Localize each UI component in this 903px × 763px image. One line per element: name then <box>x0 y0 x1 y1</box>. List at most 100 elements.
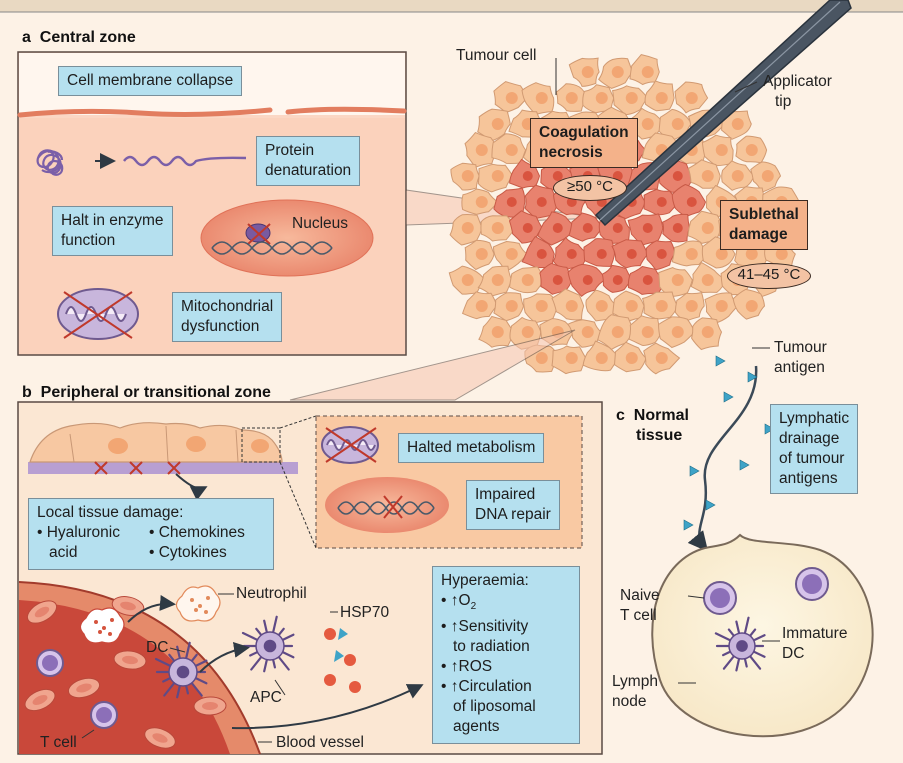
tumour-antigen-icon <box>715 355 726 367</box>
up-arrow-icon: ↑ <box>450 658 459 676</box>
hyperaemia-bullet-3: • <box>441 658 447 676</box>
neutrophil-label: Neutrophil <box>236 585 307 602</box>
tumour-cell <box>645 240 676 271</box>
tumour-cell <box>735 135 768 164</box>
panel-c-title-line-2: tissue <box>636 427 683 444</box>
immature-dc-line-1: Immature <box>782 625 848 642</box>
tumour-antigen-icon <box>739 459 750 471</box>
lymphatic-drainage-line-2: drainage <box>779 430 840 447</box>
applicator-tip-label: Applicator tip <box>763 72 832 112</box>
cell-membrane-collapse-box: Cell membrane collapse <box>58 66 243 96</box>
hyperaemia-item-circulation: • ↑Circulation <box>441 677 571 697</box>
tumour-cell <box>568 212 604 242</box>
local-damage-title: Local tissue damage: <box>37 504 184 521</box>
tumour-antigen-icon <box>689 465 700 477</box>
tumour-antigen-icon <box>747 371 758 383</box>
local-damage-item-cytokines: • Cytokines <box>149 544 227 561</box>
tumour-cell <box>641 291 679 320</box>
lymph-node-line-1: Lymph <box>612 673 658 690</box>
red-blood-cell <box>67 677 101 699</box>
tumour-antigen-line-1: Tumour <box>774 339 827 356</box>
red-blood-cells <box>24 596 227 749</box>
panel-a-heading: a Central zone <box>22 29 136 47</box>
tumour-cell <box>568 57 600 87</box>
coagulation-necrosis-line-2: necrosis <box>539 144 603 161</box>
tumour-cell <box>552 236 589 271</box>
hyperaemia-radiation-text: to radiation <box>453 638 530 656</box>
apc-label: APC <box>250 689 282 706</box>
tumour-antigen-icon <box>723 391 734 403</box>
up-arrow-icon: ↑ <box>450 592 459 609</box>
tumour-cell <box>611 239 649 269</box>
hyperaemia-bullet-2: • <box>441 618 447 636</box>
tumour-cell <box>750 161 782 194</box>
tumour-cell <box>598 57 634 89</box>
hyperaemia-ros-text: ROS <box>458 658 493 676</box>
tumour-cell <box>658 108 692 142</box>
tumour-cell <box>687 159 721 189</box>
up-arrow-icon: ↑ <box>450 618 459 636</box>
tumour-cell <box>491 133 527 164</box>
tumour-cell <box>551 288 585 321</box>
mito-dysfunction-line-1: Mitochondrial <box>181 298 274 315</box>
local-damage-item-chemokines: • Chemokines <box>149 524 245 541</box>
lymphatic-drainage-line-3: of tumour <box>779 450 845 467</box>
lymph-node-label: Lymph node <box>612 672 658 712</box>
up-arrow-icon: ↑ <box>450 678 459 696</box>
blood-vessel-label: Blood vessel <box>276 734 364 751</box>
protein-denaturation-box: Protein denaturation <box>256 136 361 186</box>
tumour-cell <box>671 183 707 218</box>
tumour-cell <box>585 289 618 322</box>
hyperaemia-sensitivity-text: Sensitivity <box>458 618 529 636</box>
halted-metabolism-box: Halted metabolism <box>398 433 545 463</box>
tumour-cell <box>721 110 752 140</box>
tumour-antigen-label: Tumour antigen <box>774 338 827 378</box>
tumour-cell <box>477 265 513 297</box>
t-cell-leader <box>81 729 95 739</box>
tumour-cell <box>612 85 649 116</box>
tumour-cell <box>524 184 559 220</box>
tumour-cell <box>582 84 615 114</box>
tumour-antigen-icon <box>705 499 716 511</box>
dc-label: DC <box>146 639 169 656</box>
protein-denaturation-line-2: denaturation <box>265 162 352 179</box>
neutrophil-icon <box>79 585 234 644</box>
tumour-cell <box>551 345 587 375</box>
tumour-cell <box>721 160 755 191</box>
hyperaemia-o2-sub: 2 <box>470 601 477 613</box>
halt-enzyme-line-2: function <box>61 232 116 249</box>
protein-denaturation-line-1: Protein <box>265 142 315 159</box>
tumour-cell <box>628 315 662 346</box>
red-blood-cell <box>111 596 145 616</box>
impaired-dna-repair-box: Impaired DNA repair <box>466 480 560 530</box>
panel-a-title: Central zone <box>39 29 136 46</box>
tumour-antigen-icon <box>764 423 775 435</box>
hyperaemia-agents-text: agents <box>453 718 500 736</box>
temp-peripheral-badge: 41–45 °C <box>727 263 811 289</box>
red-blood-cell <box>144 727 176 749</box>
halted-metabolism-text: Halted metabolism <box>407 439 536 456</box>
tumour-cell-label: Tumour cell <box>456 47 537 64</box>
lymphatic-drainage-box: Lymphatic drainage of tumour antigens <box>770 404 859 494</box>
cell-membrane-collapse-text: Cell membrane collapse <box>67 72 234 89</box>
tumour-cell <box>612 290 645 324</box>
impaired-dna-repair-line-1: Impaired <box>475 486 536 503</box>
tumour-cell <box>567 319 602 348</box>
lymphatic-drainage-line-4: antigens <box>779 470 838 487</box>
tumour-cell <box>464 239 495 271</box>
lymphatic-vessel <box>687 365 758 552</box>
panel-a-letter: a <box>22 29 31 46</box>
coagulation-necrosis-box: Coagulation necrosis <box>530 118 638 168</box>
mito-dysfunction-line-2: dysfunction <box>181 318 260 335</box>
tumour-cell <box>509 266 546 294</box>
tumour-cell <box>690 261 727 294</box>
tumour-cell <box>691 317 723 351</box>
dna-b-icon <box>325 477 449 533</box>
local-damage-item-acid: acid <box>49 544 78 561</box>
tumour-cell <box>480 215 517 242</box>
tumour-cell <box>627 213 664 246</box>
zoom-callout-b <box>289 329 576 401</box>
tumour-cell <box>493 81 528 114</box>
tumour-cell <box>661 213 691 243</box>
panel-c-title-line-1: Normal <box>633 407 689 424</box>
